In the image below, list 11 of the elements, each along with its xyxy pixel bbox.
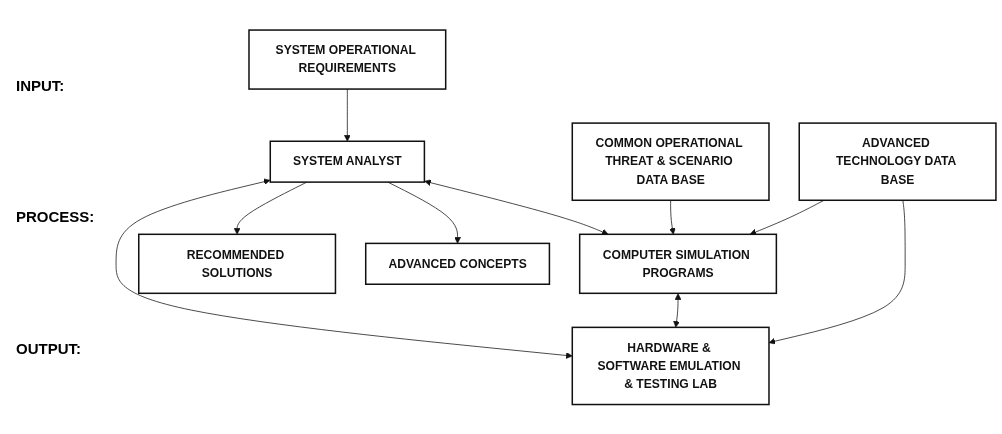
node-box: RECOMMENDED SOLUTIONS bbox=[138, 233, 337, 294]
node-box: ADVANCED TECHNOLOGY DATA BASE bbox=[798, 122, 997, 201]
node-box: HARDWARE & SOFTWARE EMULATION & TESTING LAB bbox=[571, 326, 770, 405]
node-box: COMPUTER SIMULATION PROGRAMS bbox=[578, 233, 778, 294]
node-box: SYSTEM ANALYST bbox=[269, 140, 426, 183]
node-box: COMMON OPERATIONAL THREAT & SCENARIO DATA BASE bbox=[571, 122, 770, 201]
node-box: SYSTEM OPERATIONAL REQUIREMENTS bbox=[248, 29, 447, 90]
section-label: INPUT: bbox=[16, 77, 66, 95]
node-box: ADVANCED CONCEPTS bbox=[364, 242, 551, 285]
section-label: OUTPUT: bbox=[16, 339, 82, 357]
section-label: PROCESS: bbox=[16, 208, 96, 226]
